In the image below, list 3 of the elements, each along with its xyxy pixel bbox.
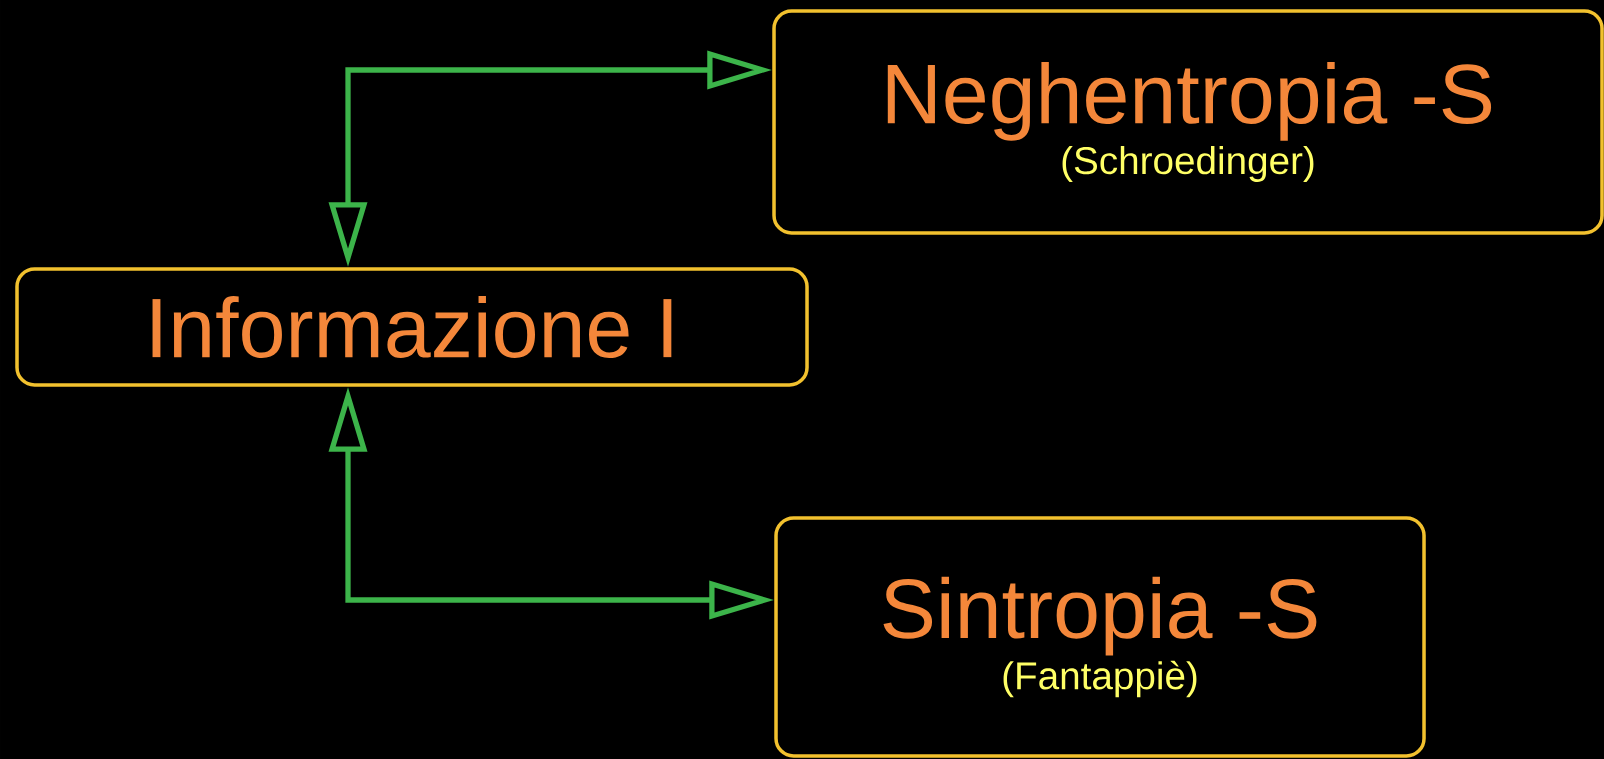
text-box: Sintropia -S (Fantappiè) bbox=[774, 516, 1426, 758]
text-box: Informazione I bbox=[15, 267, 809, 387]
text-box: Neghentropia -S (Schroedinger) bbox=[772, 9, 1604, 235]
